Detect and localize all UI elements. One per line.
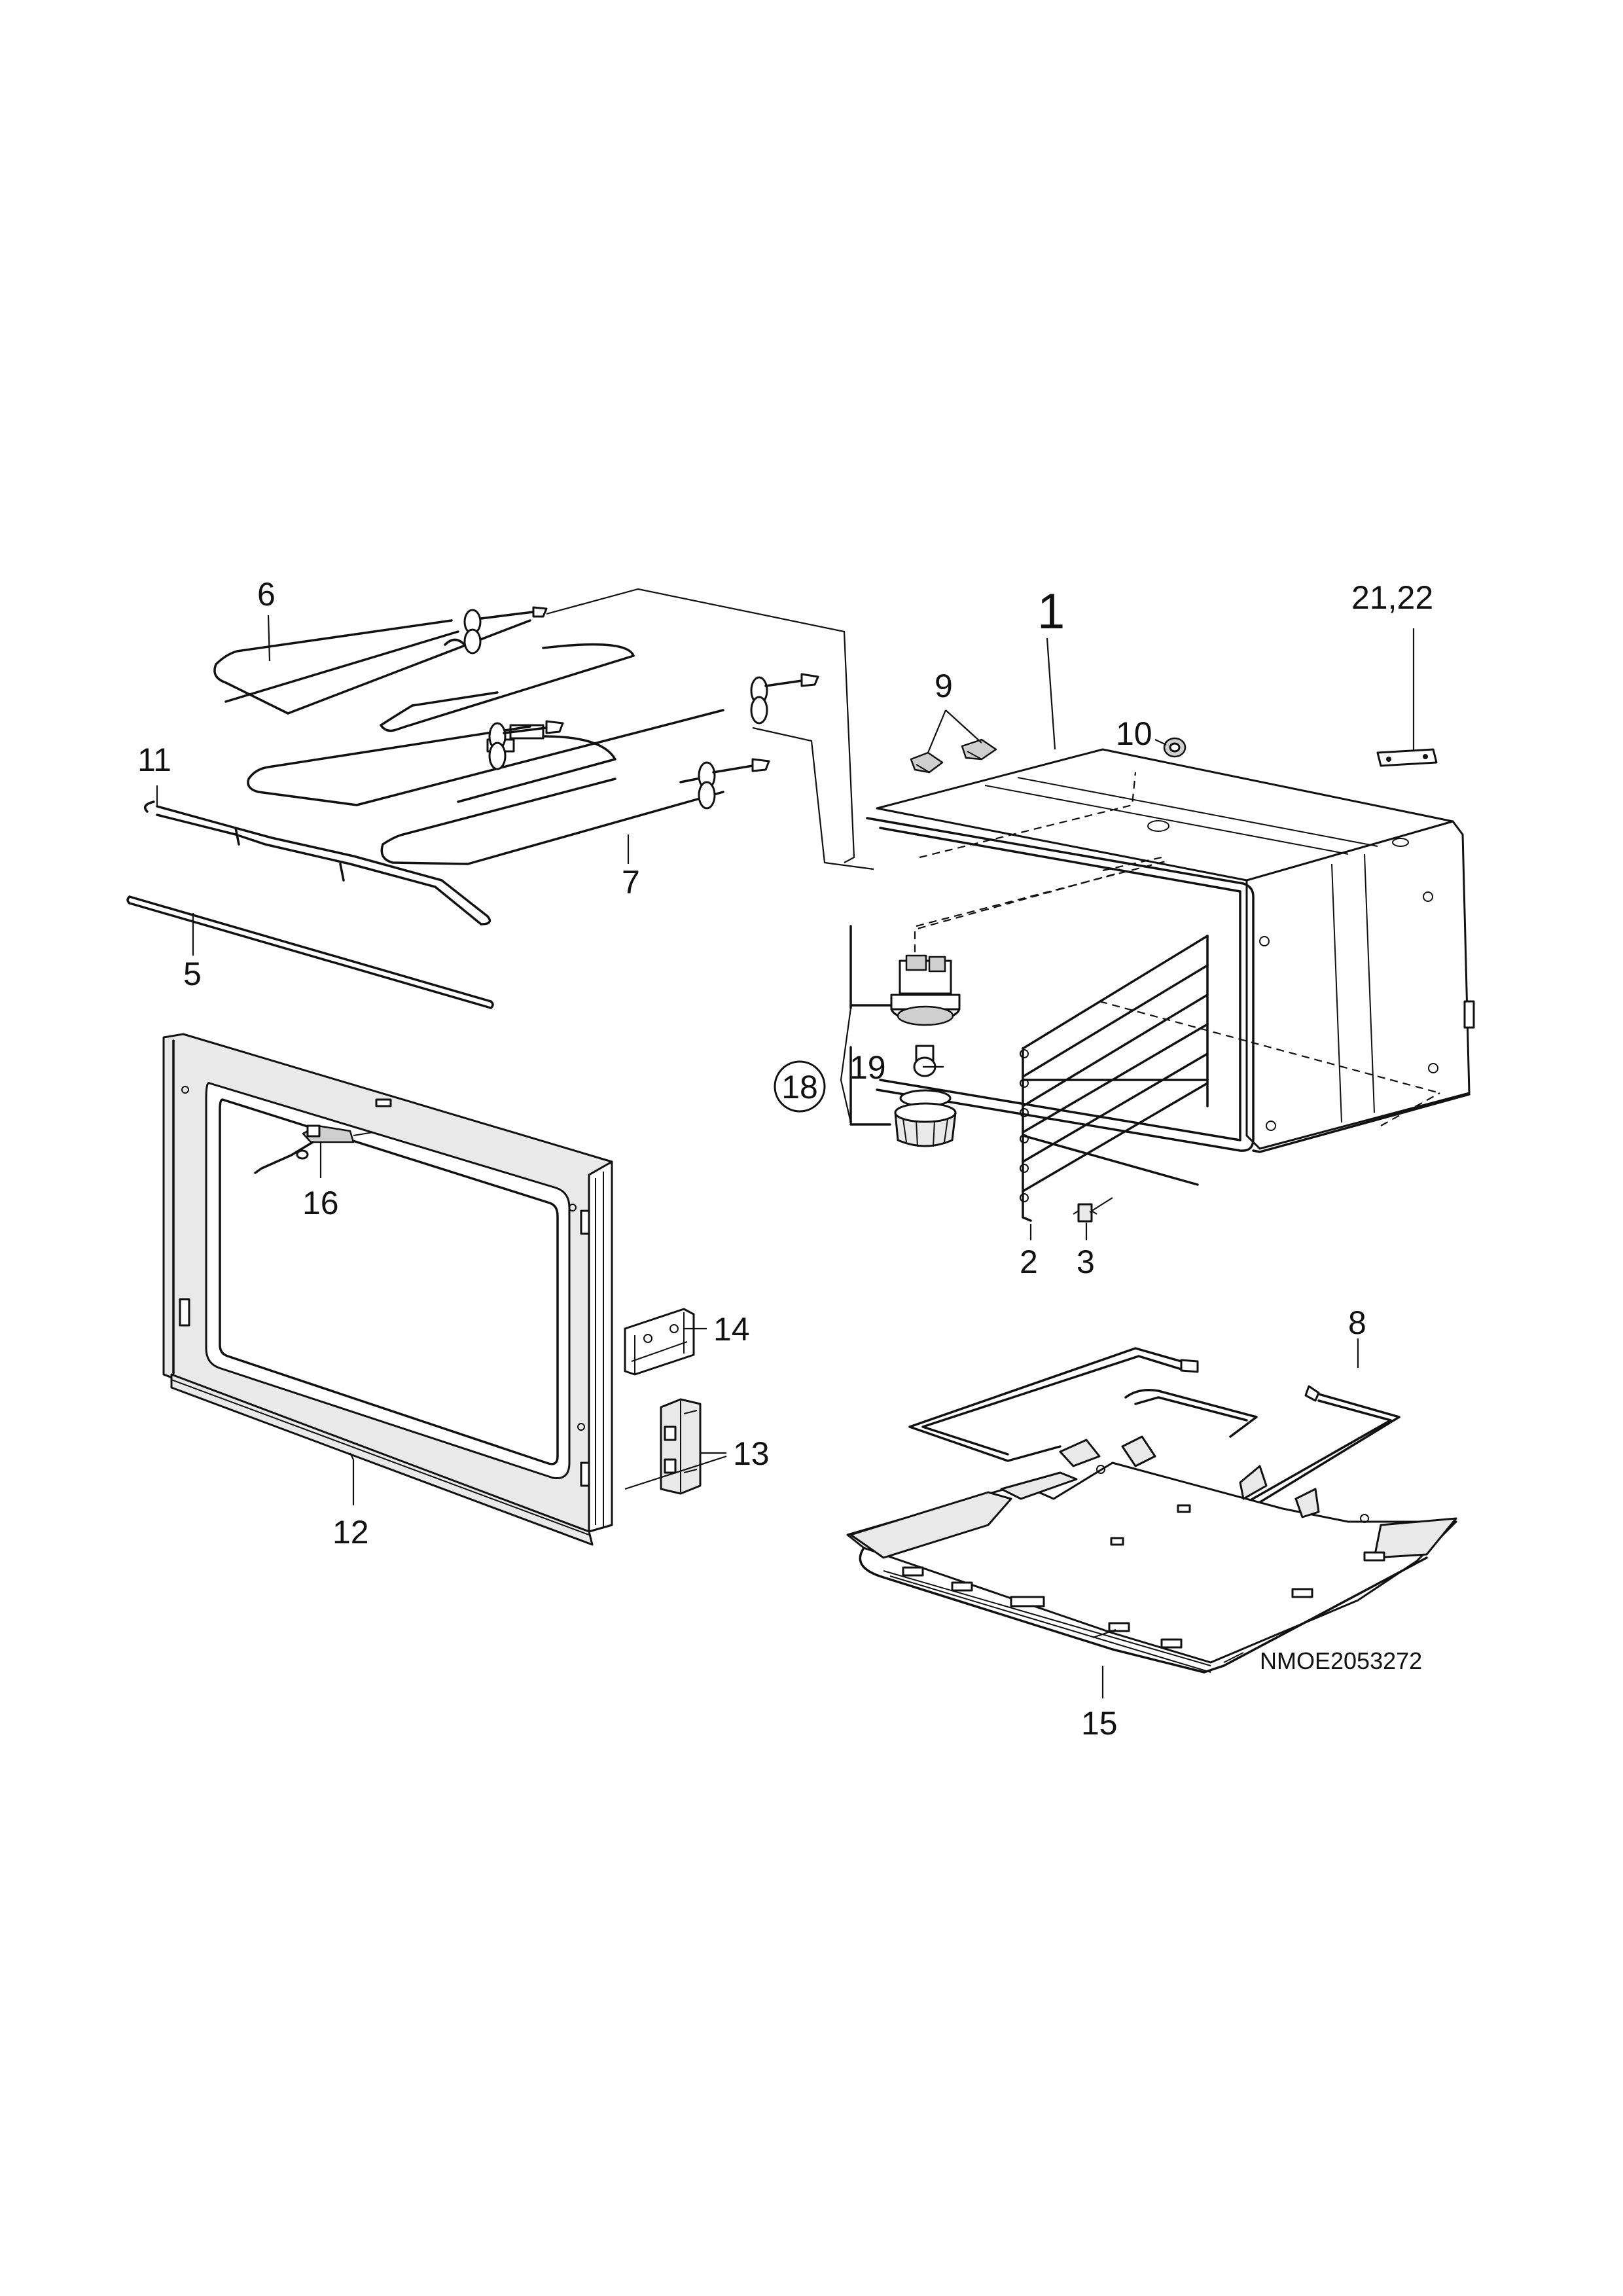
part-label-1: 1 — [1037, 584, 1065, 639]
part-label-19: 19 — [849, 1049, 886, 1086]
drawing-id: NMOE2053272 — [1260, 1647, 1422, 1674]
part-label-13: 13 — [733, 1435, 770, 1472]
part-label-21-22: 21,22 — [1351, 579, 1433, 616]
lamp-assembly — [840, 872, 1116, 1147]
oven-cavity — [866, 748, 1475, 1153]
part-label-15: 15 — [1081, 1705, 1118, 1742]
grommet — [1163, 737, 1186, 758]
support-bar — [143, 800, 491, 925]
part-label-18: 18 — [781, 1069, 818, 1105]
door-hinge — [660, 1398, 702, 1495]
part-label-10: 10 — [1116, 715, 1152, 752]
door-switch — [254, 1124, 374, 1174]
shelf-rail — [1020, 935, 1209, 1222]
part-label-14: 14 — [713, 1311, 750, 1348]
bottom-cover — [846, 1435, 1457, 1674]
part-label-12: 12 — [332, 1514, 369, 1551]
part-label-5: 5 — [183, 956, 202, 992]
rail-clip — [1073, 1203, 1097, 1223]
leader-lines — [156, 615, 1415, 1698]
part-label-2: 2 — [1020, 1244, 1038, 1280]
part-label-9: 9 — [935, 668, 953, 704]
plate — [1376, 748, 1438, 767]
clips — [910, 738, 997, 774]
part-label-7: 7 — [622, 864, 640, 901]
part-label-18-circle — [774, 1060, 826, 1113]
door-frame — [162, 1033, 613, 1546]
rod — [126, 895, 494, 1009]
part-label-11: 11 — [137, 742, 171, 778]
heating-element-lower — [247, 673, 819, 865]
part-label-3: 3 — [1077, 1244, 1095, 1280]
grill-element-upper — [213, 606, 635, 753]
part-label-16: 16 — [302, 1185, 339, 1221]
wire-route — [546, 588, 855, 863]
door-bracket — [624, 1308, 695, 1376]
part-label-6: 6 — [257, 576, 276, 613]
wire-route-2 — [752, 726, 874, 870]
part-label-8: 8 — [1348, 1304, 1366, 1341]
